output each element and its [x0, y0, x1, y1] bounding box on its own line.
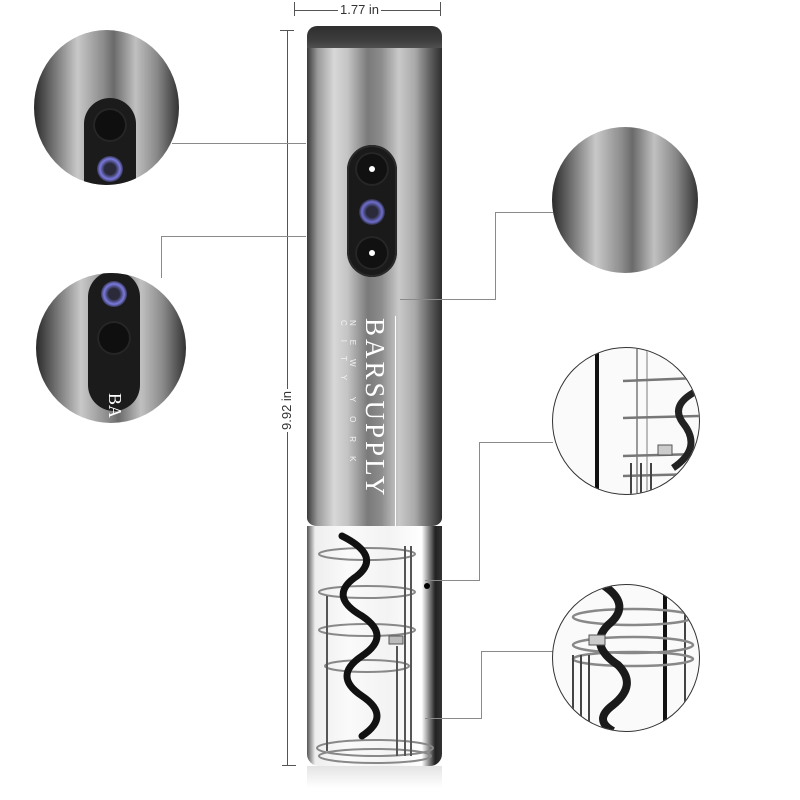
opener-reflection: [307, 766, 442, 788]
connector-spiral-upper-h2: [479, 442, 553, 443]
brand-subtitle: NEW YORK CITY: [339, 320, 357, 476]
callout-top-button: [34, 30, 179, 185]
dot-button-icon: [369, 166, 375, 172]
connector-spiral-lower-h2: [481, 651, 553, 652]
callout-spiral-upper: [552, 347, 700, 495]
spiral-icon: [316, 532, 434, 764]
connector-spiral-upper-h1: [425, 580, 480, 581]
connector-bottom-button-v: [161, 236, 162, 278]
callout-button-panel: [84, 98, 136, 185]
button-panel: [347, 145, 397, 277]
brand-name: BARSUPPLY: [360, 318, 390, 499]
height-tick-bottom: [282, 765, 296, 766]
width-tick-left: [294, 2, 295, 16]
wine-opener: BARSUPPLY NEW YORK CITY: [307, 26, 442, 788]
callout-power-button: [97, 321, 131, 355]
fan-icon: [359, 199, 385, 225]
brand-logo: BARSUPPLY NEW YORK CITY: [339, 316, 399, 548]
opener-glass-chamber: [307, 526, 442, 766]
spiral-detail-icon: [595, 348, 699, 494]
dot-button-icon: [369, 250, 375, 256]
down-button[interactable]: [355, 236, 389, 270]
opener-cap: [307, 26, 442, 50]
connector-top-button: [172, 143, 306, 144]
connector-bottom-button-h: [161, 236, 306, 237]
connector-metal-v: [495, 212, 496, 300]
callout-brand-fragment: BA: [105, 393, 125, 419]
callout-bottom-button: BA: [36, 273, 186, 423]
connector-spiral-lower-v: [481, 651, 482, 719]
connector-metal-h1: [400, 299, 496, 300]
fan-icon: [101, 281, 127, 307]
logo-rule: [395, 316, 396, 530]
up-button[interactable]: [355, 152, 389, 186]
height-label: 9.92 in: [279, 388, 294, 432]
callout-spiral-lower: [552, 584, 700, 732]
callout-metal-finish: [552, 127, 698, 273]
width-tick-right: [440, 2, 441, 16]
callout-button-panel: [88, 273, 140, 411]
connector-metal-h2: [495, 212, 553, 213]
opener-metal-body: BARSUPPLY NEW YORK CITY: [307, 48, 442, 530]
fan-icon: [97, 156, 123, 182]
connector-spiral-upper-v: [479, 442, 480, 581]
callout-power-button: [93, 108, 127, 142]
connector-spiral-lower-h1: [425, 718, 482, 719]
foil-cutter-detail-icon: [571, 585, 695, 731]
width-label: 1.77 in: [338, 2, 382, 17]
